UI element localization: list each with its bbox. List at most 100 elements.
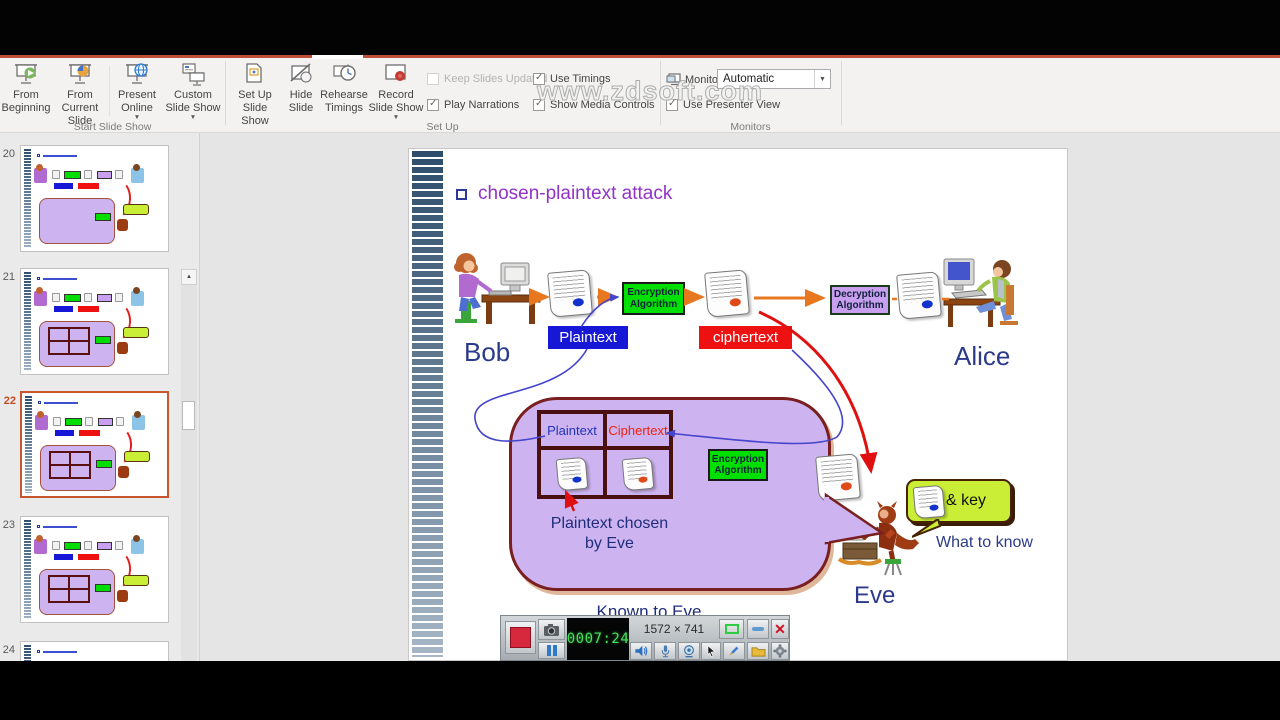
capture-region-button[interactable] [719, 619, 744, 639]
active-tab-notch [312, 55, 363, 59]
screenshot-button[interactable] [538, 619, 565, 640]
monitor-value: Automatic [723, 73, 775, 85]
square-bullet-icon [456, 188, 467, 200]
monitor-label: Monitor: [685, 73, 725, 86]
speaker-icon [634, 645, 647, 657]
from-beginning-icon [15, 64, 37, 84]
panel-scrollbar[interactable]: ▲ [181, 269, 197, 720]
present-online-button[interactable]: Present Online ▼ [112, 60, 162, 121]
top-letterbox-bar [0, 0, 1280, 55]
gear-icon [773, 644, 787, 658]
slide-number: 22 [3, 395, 16, 407]
plaintext-tag: Plaintext [548, 326, 628, 349]
rehearse-timings-button[interactable]: Rehearse Timings [320, 60, 368, 115]
set-up-slide-show-button[interactable]: Set Up Slide Show [228, 60, 282, 128]
keep-slides-updated-checkbox[interactable]: Keep Slides Updated [427, 73, 547, 85]
settings-button[interactable] [771, 642, 789, 660]
ciphertext-tag: ciphertext [699, 326, 792, 349]
yellow-bubble-tail [912, 519, 942, 538]
from-current-slide-label: From Current Slide [61, 89, 99, 127]
checkbox-box [427, 73, 439, 85]
microphone-button[interactable] [654, 642, 676, 660]
slide-thumbnail-preview [21, 517, 168, 622]
plaintext-chosen-caption: Plaintext chosen by Eve [550, 515, 669, 552]
use-presenter-view-checkbox[interactable]: Use Presenter View [666, 98, 781, 111]
hide-slide-button[interactable]: Hide Slide [283, 60, 319, 115]
bubble-encryption-algorithm-box: Encryption Algorithm [708, 449, 768, 481]
plaintext-ciphertext-table: Plaintext Ciphertext [537, 410, 673, 499]
speaker-button[interactable] [630, 642, 652, 660]
from-beginning-label: From Beginning [1, 89, 51, 114]
scrollbar-thumb[interactable] [182, 401, 195, 430]
recording-timer: 0007:24 [567, 618, 629, 660]
key-document-icon [912, 484, 946, 520]
custom-slide-show-button[interactable]: Custom Slide Show ▼ [162, 60, 224, 121]
monitor-icon [666, 73, 681, 86]
microphone-icon [661, 645, 669, 658]
hide-slide-icon [290, 63, 312, 83]
checkbox-box [666, 98, 678, 111]
dropdown-caret: ▼ [189, 113, 197, 121]
slide-number: 24 [2, 644, 15, 656]
minimize-button[interactable] [747, 619, 769, 639]
bob-figure [454, 253, 541, 324]
use-presenter-view-label: Use Presenter View [683, 99, 781, 111]
table-header-ciphertext: Ciphertext [605, 412, 671, 448]
slide-number: 20 [2, 148, 15, 160]
plaintext-document-icon [547, 269, 593, 318]
cursor-capture-button[interactable] [701, 642, 721, 660]
slide-thumbnail[interactable]: 22 [4, 391, 169, 498]
alice-label: Alice [954, 341, 1011, 371]
from-beginning-button[interactable]: From Beginning [2, 60, 50, 115]
group-label-start-slide-show: Start Slide Show [73, 121, 152, 133]
bubble-tail [824, 492, 886, 545]
open-folder-button[interactable] [747, 642, 769, 660]
group-label-monitors: Monitors [730, 121, 771, 133]
slide-number: 21 [2, 271, 15, 283]
scroll-up-icon[interactable]: ▲ [181, 269, 197, 285]
webcam-button[interactable] [678, 642, 700, 660]
stop-recording-button[interactable] [505, 621, 536, 654]
known-to-eve-bubble: Plaintext Ciphertext Encryption Algorith… [509, 397, 831, 591]
ribbon-accent-line [0, 55, 1280, 58]
slide-thumbnail-preview [21, 146, 168, 251]
and-key-label: & key [946, 492, 987, 509]
cursor-icon [707, 645, 716, 658]
close-button[interactable]: ✕ [771, 619, 789, 639]
show-media-controls-checkbox[interactable]: Show Media Controls [533, 98, 655, 111]
pause-button[interactable] [538, 642, 565, 659]
slide-title-text: chosen-plaintext attack [478, 183, 673, 204]
region-icon [724, 624, 739, 634]
table-ciphertext-doc-icon [621, 456, 655, 492]
chevron-down-icon[interactable]: ▼ [814, 70, 830, 88]
bottom-letterbox-bar [0, 661, 1280, 720]
slide-thumbnail[interactable]: 20 [3, 145, 169, 252]
play-narrations-checkbox[interactable]: Play Narrations [427, 98, 519, 111]
dropdown-caret: ▼ [133, 113, 141, 121]
rehearse-timings-label: Rehearse Timings [320, 89, 368, 114]
pencil-icon [729, 646, 739, 656]
show-media-controls-label: Show Media Controls [550, 99, 655, 111]
slide-title: chosen-plaintext attack [456, 183, 672, 205]
use-timings-checkbox[interactable]: Use Timings [533, 72, 611, 85]
folder-icon [751, 646, 765, 657]
record-slide-show-button[interactable]: Record Slide Show ▼ [368, 60, 424, 121]
from-current-slide-button[interactable]: From Current Slide [50, 60, 110, 128]
close-icon: ✕ [774, 621, 786, 637]
slide-thumbnail-panel: ▲ 20 [0, 133, 199, 720]
encryption-algorithm-box: Encryption Algorithm [622, 282, 685, 315]
camera-icon [544, 623, 559, 636]
record-slide-show-icon [385, 64, 406, 81]
slide-thumbnail[interactable]: 23 [3, 516, 169, 623]
checkbox-box [533, 72, 545, 85]
annotate-button[interactable] [723, 642, 745, 660]
monitor-dropdown[interactable]: Automatic ▼ [717, 69, 831, 89]
group-label-set-up: Set Up [426, 121, 459, 133]
hide-slide-label: Hide Slide [288, 89, 314, 114]
from-current-slide-icon [69, 64, 91, 84]
eve-label: Eve [854, 582, 896, 609]
table-header-plaintext: Plaintext [539, 412, 605, 448]
slide-thumbnail[interactable]: 21 [3, 268, 169, 375]
what-to-know-bubble: & key [906, 479, 1012, 523]
decryption-algorithm-box: Decryption Algorithm [830, 285, 890, 315]
